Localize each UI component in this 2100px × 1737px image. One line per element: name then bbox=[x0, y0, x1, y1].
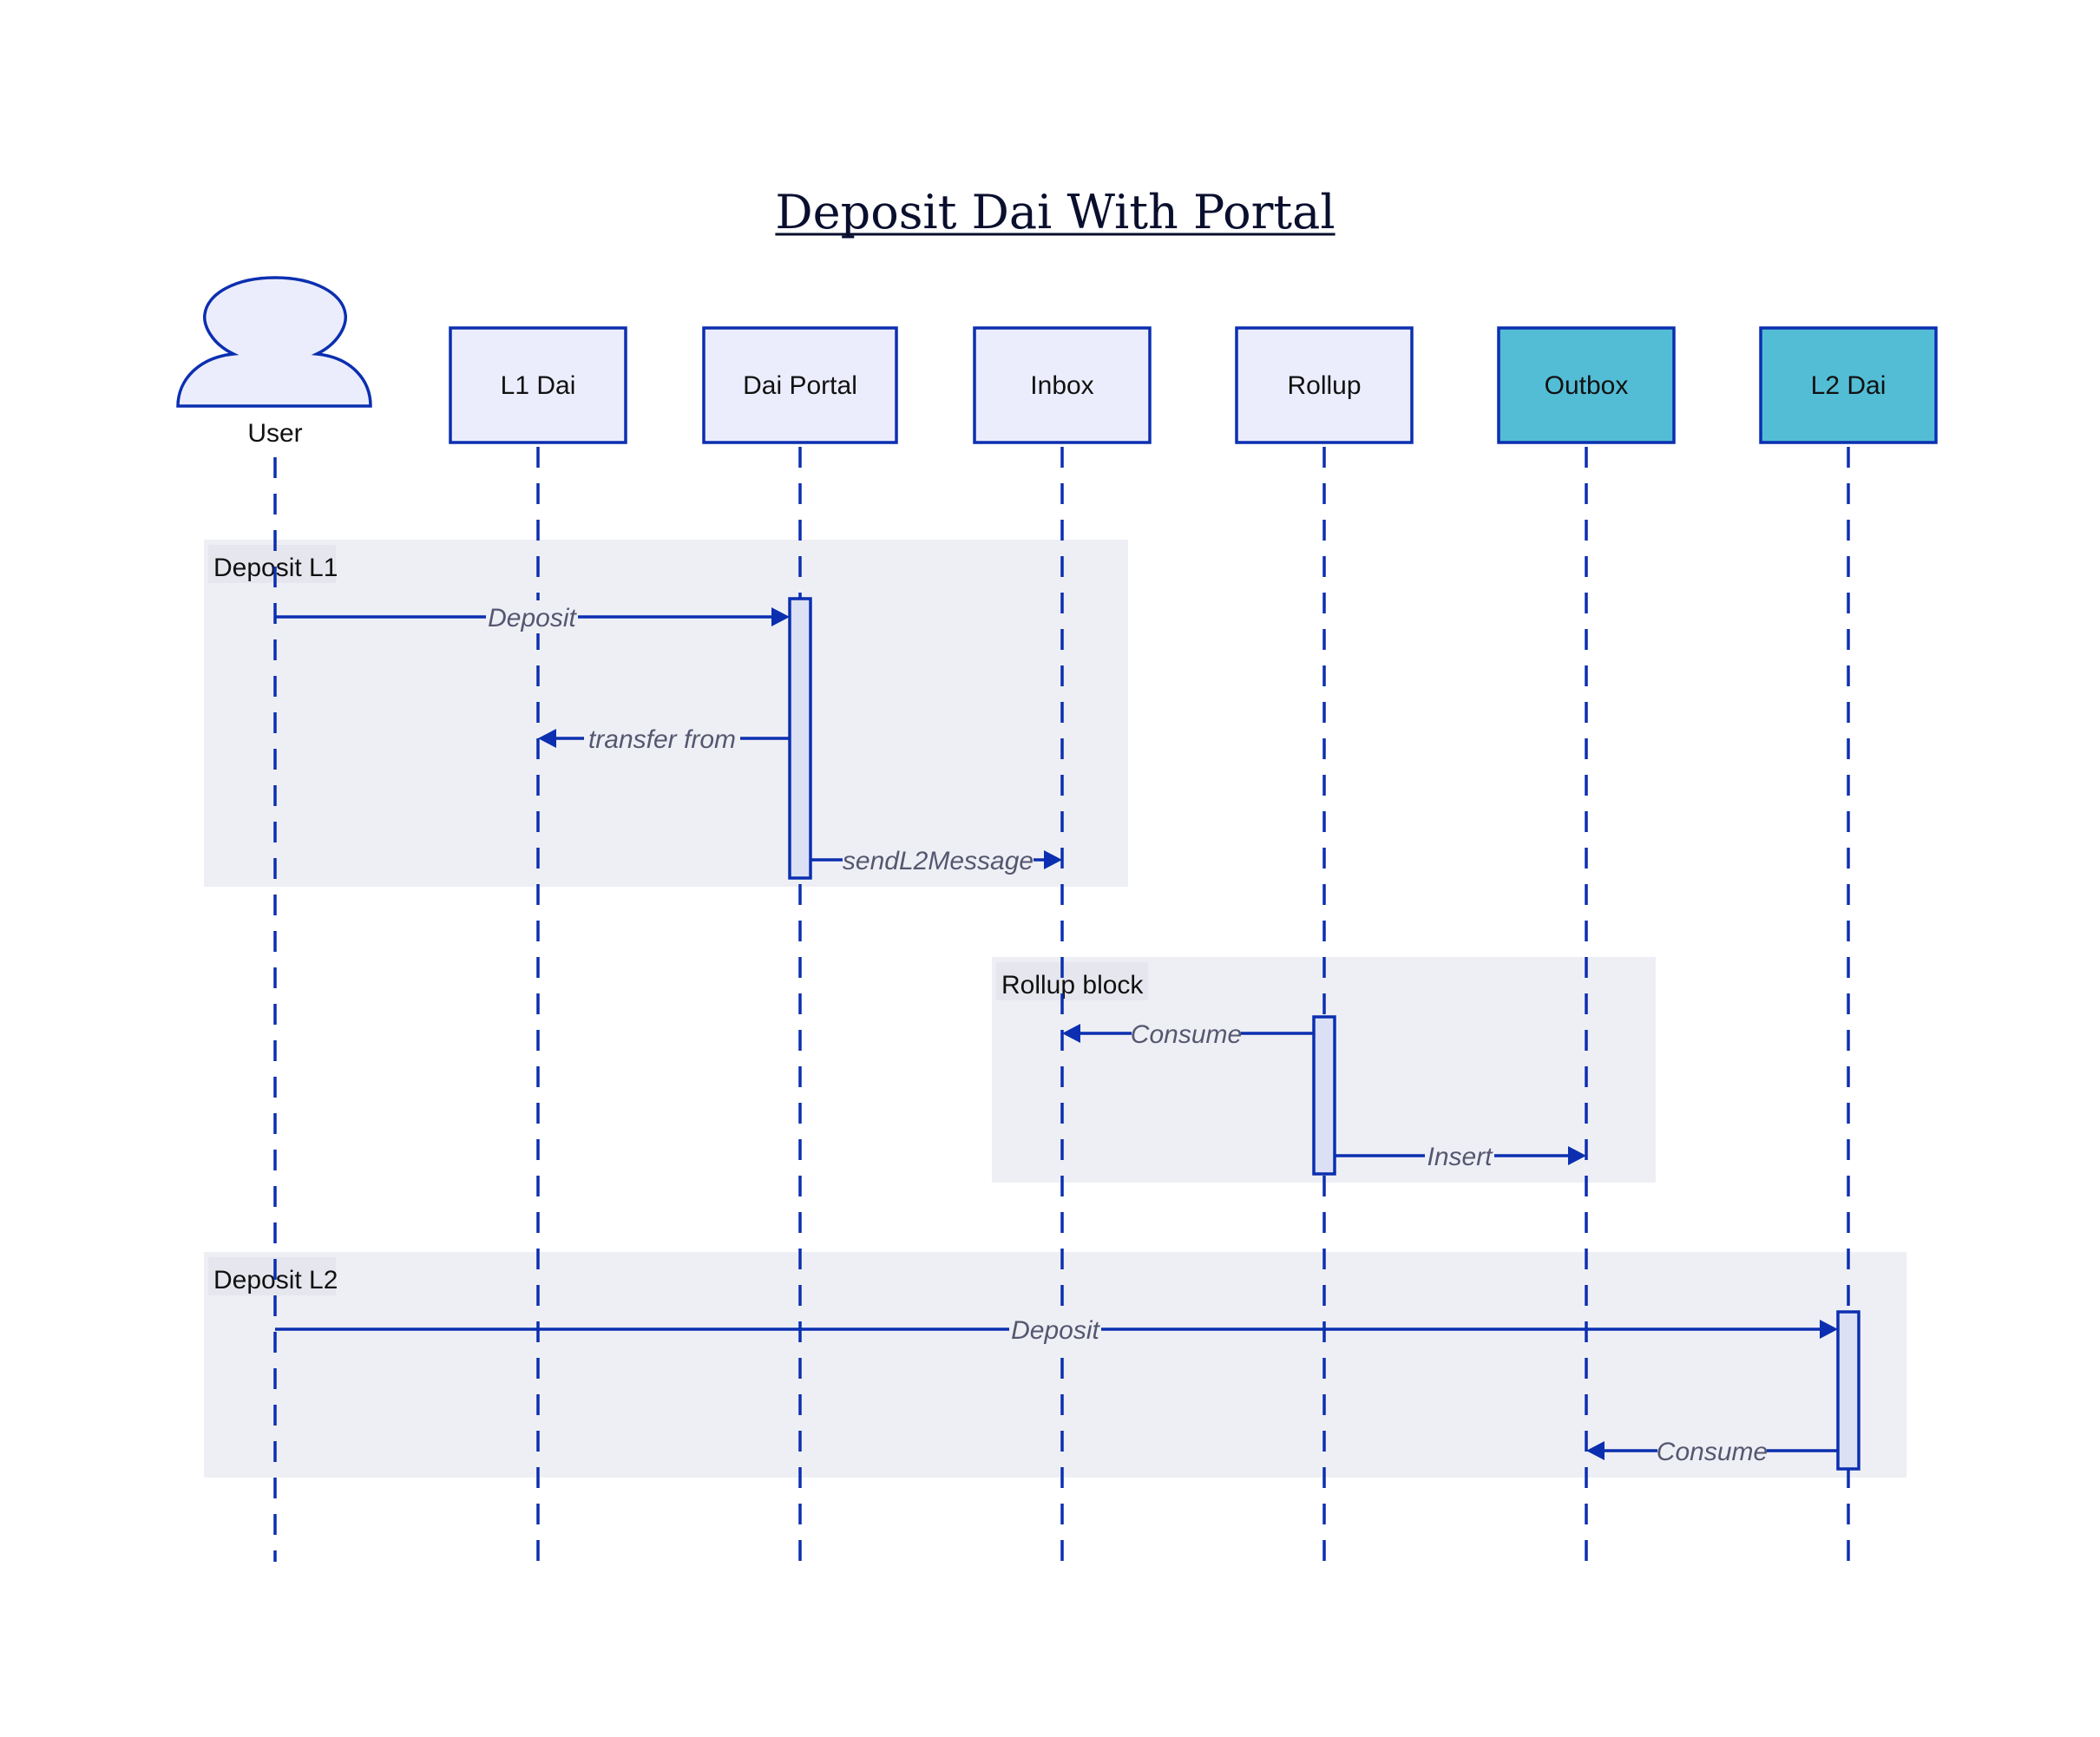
participant-label: L2 Dai bbox=[1811, 371, 1887, 400]
message-label: transfer from bbox=[588, 725, 736, 754]
group-box bbox=[204, 1252, 1906, 1478]
arrowhead bbox=[1820, 1320, 1838, 1339]
person-icon bbox=[176, 276, 372, 408]
message-label: Consume bbox=[1131, 1020, 1242, 1049]
message-label: Insert bbox=[1427, 1143, 1493, 1171]
participant-label: L1 Dai bbox=[501, 371, 576, 400]
participant-l1-dai: L1 Dai bbox=[449, 326, 627, 444]
message-label-bg bbox=[1657, 1434, 1767, 1467]
arrowhead bbox=[771, 607, 790, 626]
message-label-bg bbox=[1132, 1017, 1241, 1050]
arrowhead bbox=[1044, 850, 1062, 869]
activation-dai-portal bbox=[788, 597, 812, 880]
message-transfer-from: transfer from bbox=[538, 722, 790, 755]
message-label-bg bbox=[1425, 1139, 1494, 1172]
participant-box bbox=[973, 326, 1152, 444]
participant-label: Inbox bbox=[1030, 371, 1093, 400]
arrowhead bbox=[1586, 1441, 1605, 1460]
participant-dai-portal: Dai Portal bbox=[702, 326, 898, 444]
message-label-bg bbox=[843, 843, 1034, 876]
message-label: sendL2Message bbox=[843, 847, 1034, 875]
group-label: Rollup block bbox=[1001, 971, 1144, 1000]
message-label: Deposit bbox=[488, 604, 577, 633]
participant-label: Outbox bbox=[1545, 371, 1629, 400]
message-deposit-l1: Deposit bbox=[275, 600, 790, 633]
message-deposit-l2: Deposit bbox=[275, 1313, 1838, 1346]
participant-rollup: Rollup bbox=[1235, 326, 1414, 444]
participant-label: Dai Portal bbox=[743, 371, 857, 400]
message-send-l2-message: sendL2Message bbox=[810, 843, 1062, 876]
message-consume-outbox: Consume bbox=[1586, 1434, 1838, 1467]
group-deposit-l1: Deposit L1 bbox=[204, 540, 1128, 887]
participant-box bbox=[1497, 326, 1676, 444]
message-label: Consume bbox=[1657, 1438, 1768, 1466]
participant-inbox: Inbox bbox=[973, 326, 1152, 444]
message-label: Deposit bbox=[1011, 1316, 1100, 1345]
arrowhead bbox=[1062, 1024, 1080, 1043]
diagram-title: Deposit Dai With Portal bbox=[775, 185, 1335, 239]
participant-box bbox=[702, 326, 898, 444]
message-label-bg bbox=[584, 722, 740, 755]
participant-label: User bbox=[247, 419, 302, 448]
participant-l2-dai: L2 Dai bbox=[1759, 326, 1938, 444]
message-insert: Insert bbox=[1335, 1139, 1586, 1172]
activation-rollup bbox=[1312, 1015, 1336, 1176]
message-label-bg bbox=[486, 600, 578, 633]
participant-outbox: Outbox bbox=[1497, 326, 1676, 444]
group-deposit-l2: Deposit L2 bbox=[204, 1252, 1906, 1478]
message-label-bg bbox=[1009, 1313, 1101, 1346]
diagram-title-group: Deposit Dai With Portal bbox=[775, 185, 1335, 239]
participant-user: User bbox=[176, 276, 372, 448]
group-label-bg bbox=[208, 1257, 336, 1295]
group-label-bg bbox=[208, 545, 336, 583]
participant-label: Rollup bbox=[1287, 371, 1361, 400]
activation-l2-dai bbox=[1836, 1310, 1860, 1471]
group-label-bg bbox=[996, 962, 1148, 1000]
participant-box bbox=[1759, 326, 1938, 444]
participant-box bbox=[1235, 326, 1414, 444]
message-consume-inbox: Consume bbox=[1062, 1017, 1314, 1050]
participant-box bbox=[449, 326, 627, 444]
group-box bbox=[204, 540, 1128, 887]
arrowhead bbox=[1568, 1146, 1586, 1165]
arrowhead bbox=[538, 729, 556, 748]
